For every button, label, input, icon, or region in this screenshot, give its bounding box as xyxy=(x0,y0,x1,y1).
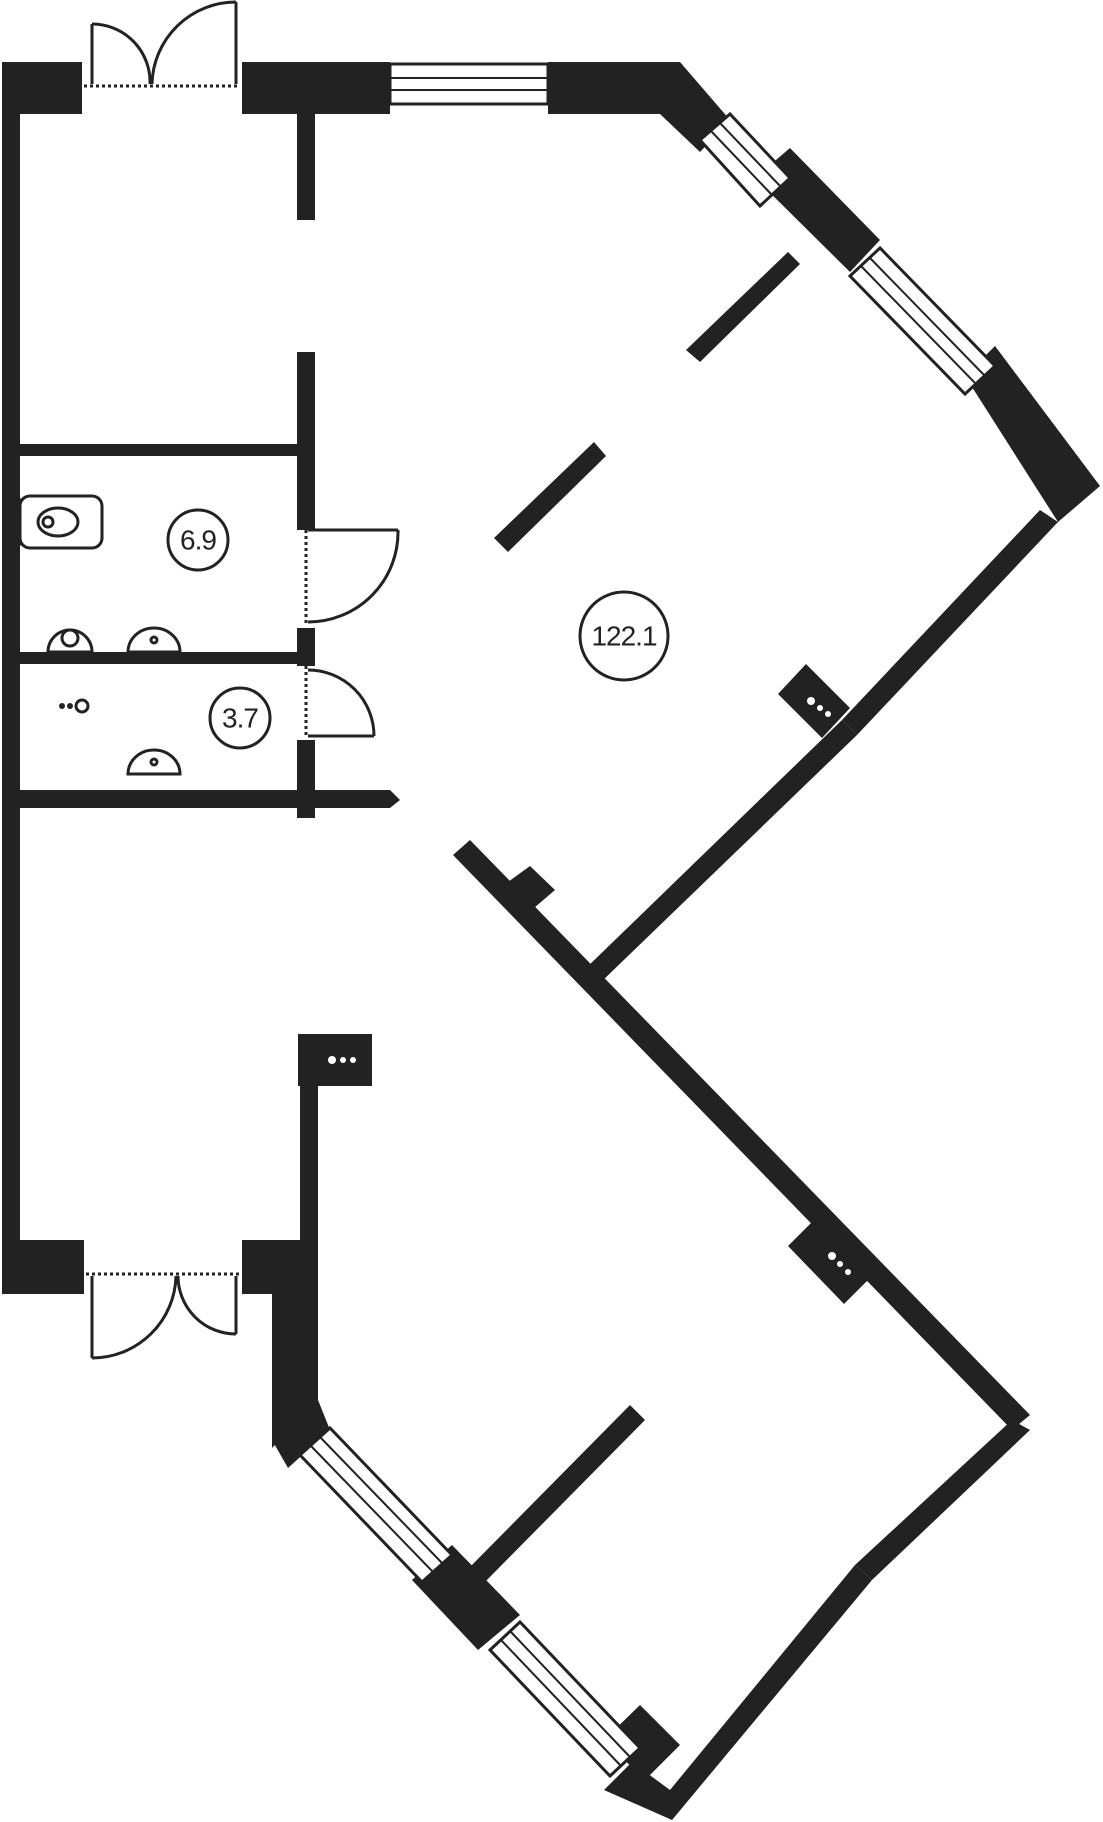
window-upper-right-1 xyxy=(697,111,793,209)
bidet-icon xyxy=(46,628,94,654)
window-upper-right-2 xyxy=(847,245,998,397)
doors xyxy=(84,0,400,1360)
shaft-icon xyxy=(778,664,850,738)
entrance-door-top xyxy=(84,0,240,88)
drain-icon xyxy=(59,698,90,714)
fixtures xyxy=(18,494,182,776)
shaft-icon xyxy=(298,1034,372,1086)
area-labels: 122.1 6.9 3.7 xyxy=(166,508,670,750)
area-value: 3.7 xyxy=(222,703,258,734)
area-label-main-hall: 122.1 xyxy=(578,590,670,682)
interior-walls xyxy=(18,112,800,1585)
area-value: 122.1 xyxy=(591,621,656,652)
shaft-icon xyxy=(788,1214,876,1304)
area-value: 6.9 xyxy=(180,525,216,556)
toilet-icon xyxy=(18,494,104,550)
area-label-bathroom-small: 3.7 xyxy=(208,686,272,750)
sink-icon xyxy=(126,626,182,654)
entrance-door-bottom xyxy=(86,1272,240,1360)
bathroom-door-large xyxy=(304,528,400,626)
bathroom-door-small xyxy=(304,666,376,738)
area-label-bathroom-large: 6.9 xyxy=(166,508,230,572)
utility-shafts xyxy=(298,664,876,1304)
window-top xyxy=(388,62,550,106)
window-lower-left-1 xyxy=(297,1425,455,1585)
sink-icon xyxy=(126,748,182,776)
windows xyxy=(297,62,998,1779)
window-lower-left-2 xyxy=(487,1619,643,1779)
